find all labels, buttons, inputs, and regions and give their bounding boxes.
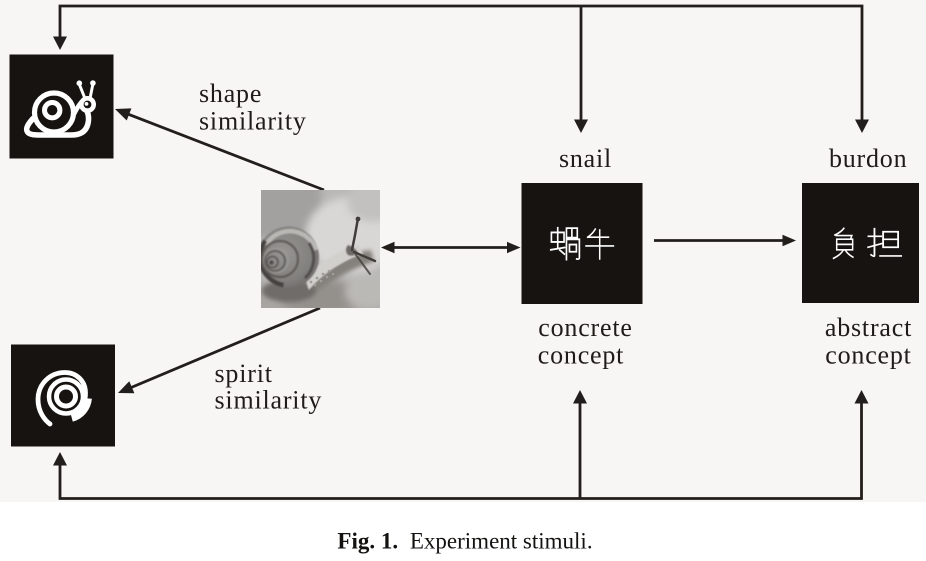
svg-text:abstract: abstract (825, 313, 912, 342)
svg-text:Fig. 1. Experiment stimuli.: Fig. 1. Experiment stimuli. (337, 529, 592, 554)
svg-text:similarity: similarity (199, 107, 307, 136)
svg-text:shape: shape (199, 79, 262, 108)
svg-text:concept: concept (538, 340, 624, 369)
svg-text:concept: concept (825, 340, 911, 369)
svg-text:spirit: spirit (215, 359, 273, 388)
svg-text:snail: snail (559, 144, 612, 173)
svg-text:burdon: burdon (829, 144, 907, 173)
svg-text:concrete: concrete (538, 313, 632, 342)
svg-text:similarity: similarity (215, 386, 323, 415)
